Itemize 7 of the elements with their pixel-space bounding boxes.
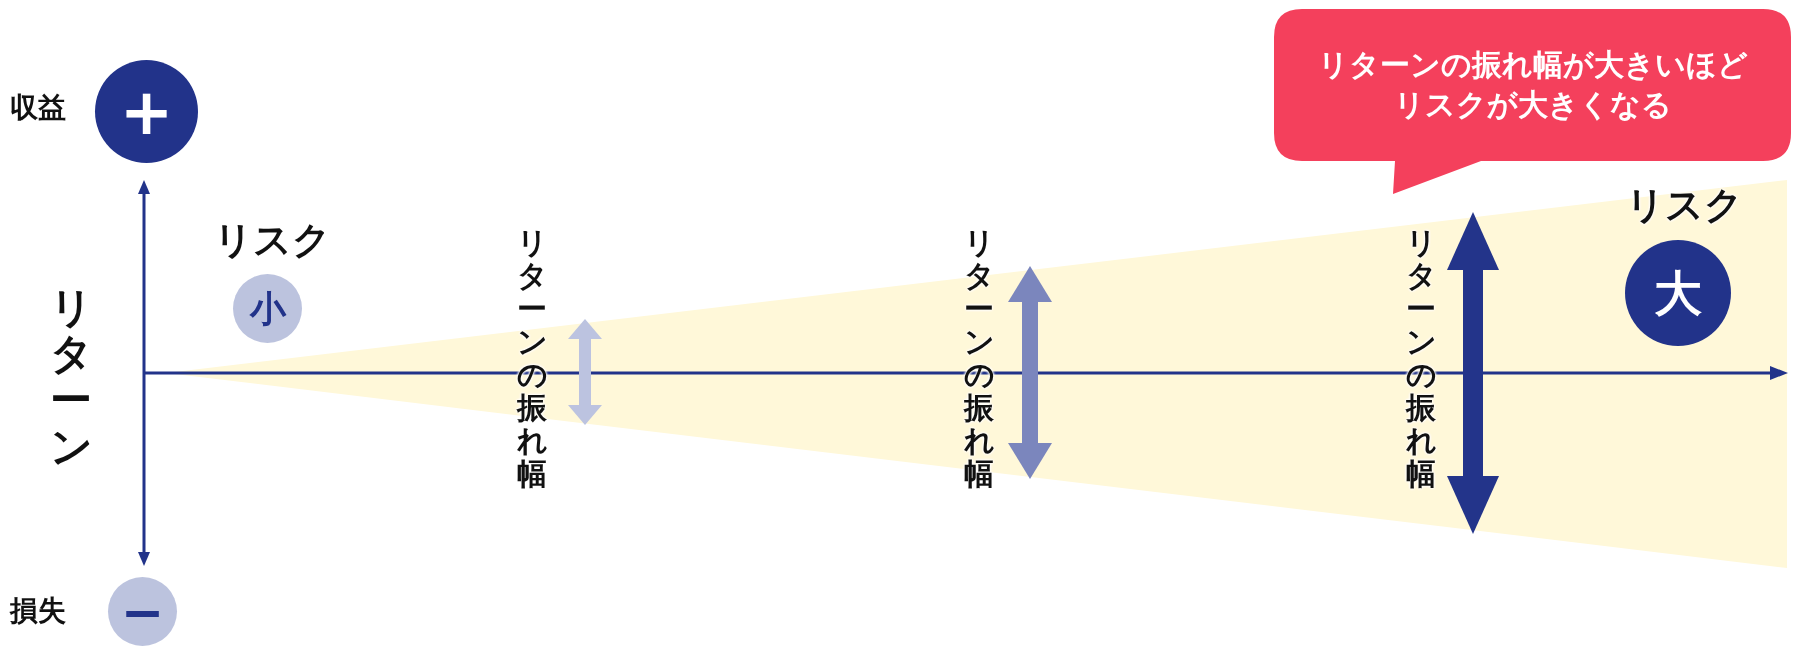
side-label: 損失 bbox=[10, 596, 66, 627]
side-label: リスク bbox=[214, 220, 331, 262]
vertical-label: リターン bbox=[50, 285, 92, 470]
sign-circle: − bbox=[108, 577, 177, 646]
sign-circle: + bbox=[95, 60, 198, 163]
sign-circle: 小 bbox=[233, 274, 302, 343]
side-label: 収益 bbox=[10, 93, 66, 124]
